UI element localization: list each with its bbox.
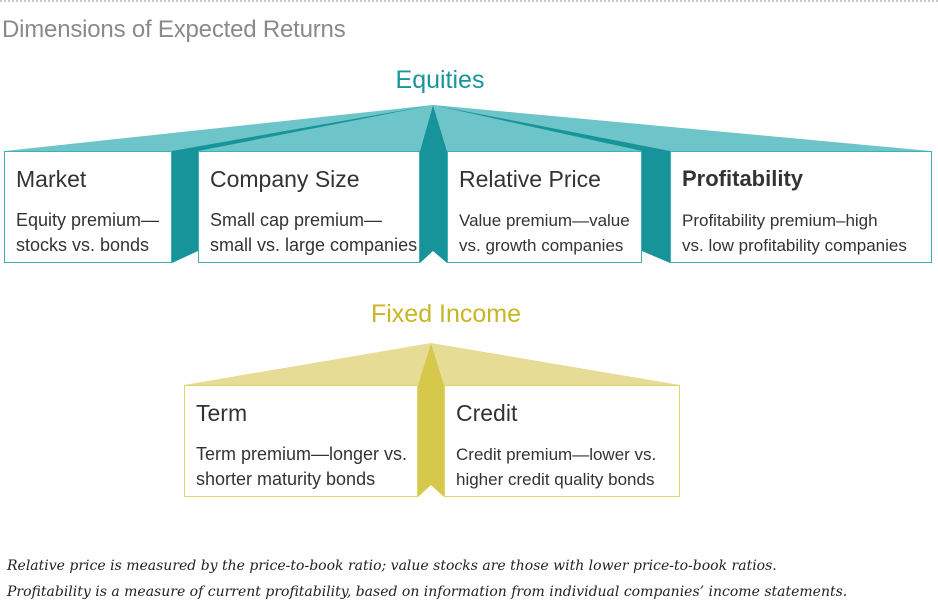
market-description: Equity premium— stocks vs. bonds	[16, 208, 159, 258]
company-size-title: Company Size	[210, 166, 360, 192]
credit-desc-line1: Credit premium—lower vs.	[456, 445, 657, 464]
equities-heading: Equities	[395, 66, 485, 94]
term-desc-line2: shorter maturity bonds	[196, 469, 376, 489]
credit-title: Credit	[456, 400, 518, 426]
relative-price-box: Relative Price Value premium—value vs. g…	[447, 151, 642, 263]
relative-price-desc-line1: Value premium—value	[459, 211, 630, 230]
footnote-profitability: Profitability is a measure of current pr…	[7, 584, 848, 600]
company-size-box: Company Size Small cap premium— small vs…	[198, 151, 420, 263]
top-dotted-divider	[0, 0, 938, 2]
fixed-income-heading: Fixed Income	[370, 300, 522, 328]
company-size-description: Small cap premium— small vs. large compa…	[210, 208, 417, 258]
profitability-desc-line1: Profitability premium–high	[682, 211, 878, 230]
relative-price-description: Value premium—value vs. growth companies	[459, 208, 630, 258]
relative-price-desc-line2: vs. growth companies	[459, 236, 624, 255]
equities-fan-dark-relative	[433, 105, 670, 263]
fixed-fan-light-left	[184, 343, 431, 385]
page-title: Dimensions of Expected Returns	[2, 16, 346, 43]
fixed-fan-dark-center	[418, 343, 444, 497]
market-desc-line1: Equity premium—	[16, 210, 160, 230]
term-description: Term premium—longer vs. shorter maturity…	[196, 442, 407, 492]
credit-description: Credit premium—lower vs. higher credit q…	[456, 442, 656, 492]
equities-fan-light-right	[433, 105, 931, 151]
equities-fan-light-left	[5, 105, 433, 151]
term-box: Term Term premium—longer vs. shorter mat…	[184, 385, 418, 497]
market-title: Market	[16, 166, 87, 192]
company-size-desc-line2: small vs. large companies	[210, 235, 418, 255]
equities-fan-dark-center	[420, 105, 447, 263]
fixed-fan-light-right	[431, 343, 680, 385]
market-box: Market Equity premium— stocks vs. bonds	[4, 151, 172, 263]
credit-box: Credit Credit premium—lower vs. higher c…	[444, 385, 680, 497]
term-title: Term	[196, 400, 248, 426]
profitability-desc-line2: vs. low profitability companies	[682, 236, 907, 255]
footnote-relative-price: Relative price is measured by the price-…	[7, 558, 777, 574]
company-size-desc-line1: Small cap premium—	[210, 210, 383, 230]
profitability-box: Profitability Profitability premium–high…	[670, 151, 932, 263]
term-desc-line1: Term premium—longer vs.	[196, 444, 408, 464]
profitability-description: Profitability premium–high vs. low profi…	[682, 208, 907, 258]
profitability-title: Profitability	[682, 166, 804, 191]
market-desc-line2: stocks vs. bonds	[16, 235, 150, 255]
relative-price-title: Relative Price	[459, 166, 601, 192]
credit-desc-line2: higher credit quality bonds	[456, 470, 655, 489]
